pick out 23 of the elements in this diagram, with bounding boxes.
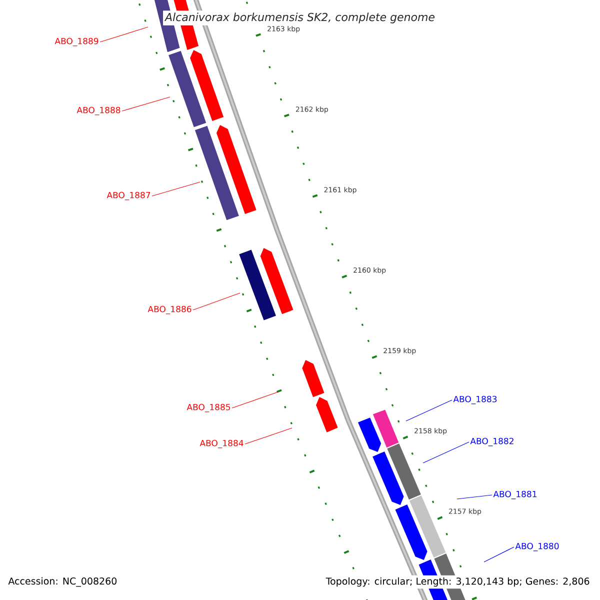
gene-label: ABO_1880 — [515, 542, 559, 552]
gene-label: ABO_1886 — [148, 306, 192, 314]
gene-label: ABO_1889 — [54, 38, 98, 46]
leader-line — [232, 392, 278, 408]
gene-label: ABO_1888 — [76, 106, 120, 116]
title: Alcanivorax borkumensis SK2, complete genome — [163, 10, 437, 26]
leader-line — [456, 494, 492, 500]
gene-label: ABO_1887 — [106, 192, 150, 200]
leader-line — [192, 292, 240, 310]
gene-label: ABO_1884 — [200, 440, 244, 448]
gene-label: ABO_1883 — [453, 396, 497, 404]
footer-text: Topology: circular; Length: 3,120,143 bp; Genes: 2,806 — [324, 575, 592, 589]
leader-line — [100, 26, 148, 42]
footer-text: Accession: NC_008260 — [6, 575, 120, 589]
leader-line — [152, 182, 200, 196]
gene-label: ABO_1882 — [470, 438, 514, 446]
leader-line — [406, 400, 452, 422]
leader-line — [244, 428, 292, 444]
leader-line — [422, 442, 470, 464]
gene-label: ABO_1885 — [186, 404, 230, 412]
leader-line — [484, 546, 514, 562]
leader-line — [122, 96, 170, 112]
gene-label: ABO_1881 — [493, 490, 536, 500]
